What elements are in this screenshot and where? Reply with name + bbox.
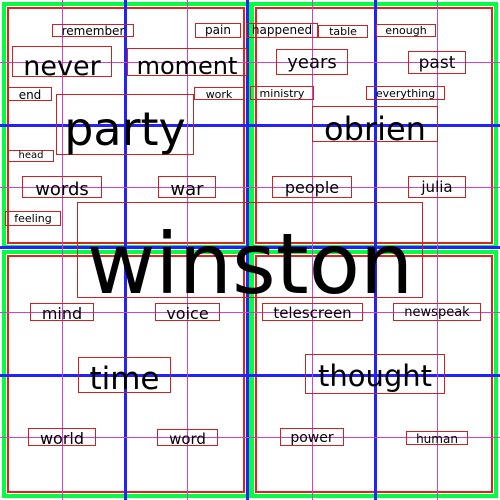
word-moment: moment	[136, 52, 238, 80]
word-past: past	[418, 53, 456, 73]
word-thought: thought	[317, 359, 433, 393]
word-ministry: ministry	[259, 87, 305, 100]
word-obrien: obrien	[324, 110, 426, 148]
word-end: end	[18, 88, 42, 102]
word-voice: voice	[166, 304, 209, 323]
word-box-mind	[30, 303, 94, 321]
word-telescreen: telescreen	[273, 304, 352, 322]
blue-line-horizontal-bottom	[0, 374, 500, 377]
word-box-world	[28, 428, 96, 446]
word-happened: happened	[251, 23, 313, 37]
blue-line-horizontal-center	[0, 246, 500, 249]
grid-line-v3	[312, 0, 313, 500]
grid-line-v4	[437, 0, 438, 500]
word-box-enough	[376, 24, 436, 37]
word-world: world	[39, 429, 85, 448]
word-box-work	[194, 87, 244, 100]
word-box-table	[318, 25, 368, 38]
grid-line-h2	[0, 187, 500, 188]
word-enough: enough	[385, 24, 427, 37]
blue-line-vertical-left	[124, 0, 127, 500]
word-everything: everything	[375, 87, 436, 100]
word-box-happened	[246, 23, 318, 38]
word-box-telescreen	[262, 303, 363, 321]
grid-line-h4	[0, 437, 500, 438]
word-box-head	[8, 150, 54, 162]
grid-line-h1	[0, 62, 500, 63]
word-box-war	[158, 176, 216, 198]
word-box-word	[157, 429, 218, 446]
word-box-newspeak	[393, 303, 481, 321]
word-box-julia	[408, 176, 466, 198]
blue-line-vertical-center	[246, 0, 249, 500]
grid-line-v1	[62, 0, 63, 500]
word-box-time	[78, 357, 171, 393]
word-winston: winston	[86, 215, 414, 313]
word-power: power	[290, 430, 334, 446]
word-box-winston	[77, 202, 423, 298]
word-box-moment	[127, 48, 247, 76]
word-julia: julia	[421, 178, 453, 196]
word-never: never	[23, 51, 101, 82]
word-people: people	[284, 178, 340, 197]
word-time: time	[89, 361, 160, 397]
word-party: party	[64, 102, 186, 156]
word-human: human	[416, 432, 458, 446]
word-work: work	[205, 88, 233, 101]
word-box-party	[56, 94, 194, 155]
word-box-past	[408, 51, 466, 74]
word-box-feeling	[5, 211, 61, 226]
word-box-thought	[305, 354, 445, 394]
word-feeling: feeling	[14, 212, 52, 225]
word-war: war	[170, 179, 204, 200]
word-box-people	[272, 176, 352, 198]
word-word: word	[169, 430, 206, 448]
word-box-pain	[195, 23, 241, 38]
word-table: table	[329, 25, 357, 38]
word-box-everything	[366, 86, 445, 100]
word-remember: remember	[61, 24, 125, 38]
word-box-remember	[52, 24, 134, 37]
word-box-years	[276, 49, 348, 75]
word-head: head	[18, 150, 44, 161]
word-box-end	[8, 87, 52, 101]
word-mind: mind	[41, 304, 83, 323]
word-box-never	[12, 46, 112, 77]
word-box-obrien	[312, 106, 438, 142]
word-words: words	[35, 179, 89, 200]
word-box-human	[406, 431, 468, 445]
word-pain: pain	[205, 23, 231, 37]
grid-line-h3	[0, 312, 500, 313]
word-box-ministry	[250, 86, 314, 100]
word-box-power	[280, 428, 344, 446]
word-box-voice	[155, 303, 220, 321]
word-box-words	[22, 176, 102, 198]
blue-line-horizontal-top	[0, 124, 500, 127]
word-newspeak: newspeak	[404, 305, 470, 320]
grid-line-v2	[187, 0, 188, 500]
blue-line-vertical-right	[374, 0, 377, 500]
word-years: years	[287, 52, 337, 73]
